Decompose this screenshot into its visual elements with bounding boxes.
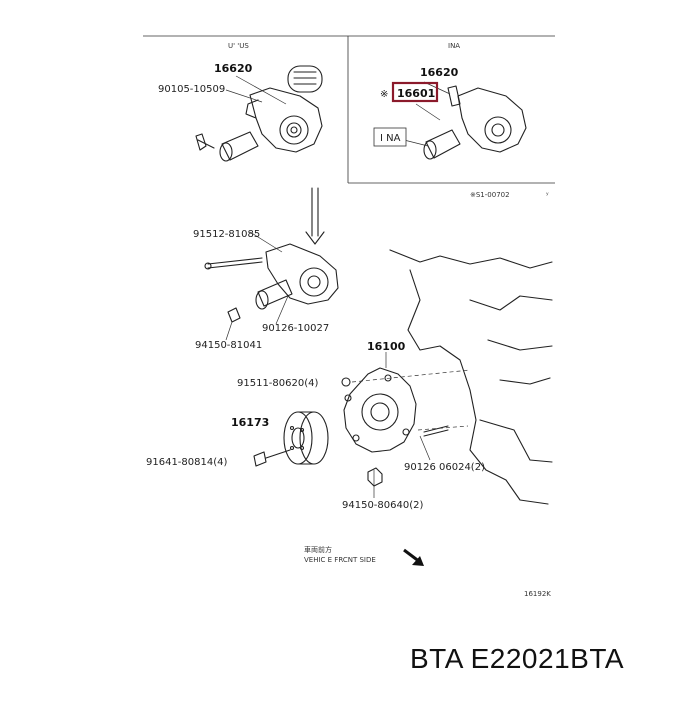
part-number-caption: BTA E22021BTA <box>410 643 625 674</box>
ina-box-label: I NA <box>380 133 401 144</box>
left-panel-title: U' 'US <box>228 42 249 50</box>
engine-block-outline <box>389 249 553 505</box>
label-91512-81085: 91512-81085 <box>193 229 260 240</box>
ina-box <box>373 127 407 147</box>
label-90105-10509: 90105-10509 <box>158 84 225 95</box>
label-90126-10027: 90126-10027 <box>262 323 329 334</box>
label-94150-80640: 94150-80640(2) <box>342 500 423 511</box>
label-16173: 16173 <box>231 416 269 429</box>
asterisk-marker: ※ <box>380 89 388 100</box>
front-side-label-en: VEHIC E FRCNT SIDE <box>304 556 376 564</box>
label-16601: 16601 <box>397 87 435 100</box>
pulley-16173 <box>283 411 329 465</box>
highlight-box-16601 <box>391 81 439 103</box>
figure-code: 16192K <box>524 590 551 598</box>
label-94150-81041: 94150-81041 <box>195 340 262 351</box>
right-panel-title: INA <box>448 42 460 50</box>
nut-94150 <box>367 467 383 487</box>
label-16620-left: 16620 <box>214 62 253 75</box>
reference-code: ※S1-00702 <box>470 191 510 199</box>
bolt-91641 <box>253 449 291 467</box>
front-side-label-jp: 車両前方 <box>304 545 332 554</box>
ref-mark: ʸ <box>546 191 549 199</box>
label-90126-06024: 90126 06024(2) <box>404 462 485 473</box>
tensioner-assembly-middle <box>204 243 339 323</box>
tensioner-assembly-right <box>423 85 527 160</box>
front-direction-arrow-icon <box>403 548 424 566</box>
stud-90126 <box>423 425 449 437</box>
label-91511-80620: 91511-80620(4) <box>237 378 318 389</box>
bolt-91511 <box>341 377 351 387</box>
label-91641-80814: 91641-80814(4) <box>146 457 227 468</box>
down-arrow-icon <box>305 187 325 245</box>
water-pump <box>343 367 417 453</box>
label-16620-right: 16620 <box>420 66 459 79</box>
tensioner-assembly-left <box>195 65 323 162</box>
label-16100: 16100 <box>367 340 406 353</box>
top-panels-frame <box>143 35 555 184</box>
